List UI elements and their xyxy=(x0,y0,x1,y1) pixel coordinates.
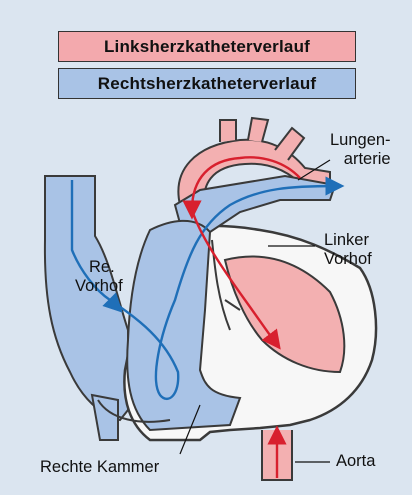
label-right-atrium-line1: Re. xyxy=(75,258,123,277)
label-pulmonary-artery-line1: Lungen- xyxy=(330,131,391,150)
label-right-atrium-line2: Vorhof xyxy=(75,277,123,296)
label-right-atrium: Re. Vorhof xyxy=(75,258,123,296)
vena-cava-lower xyxy=(92,395,118,440)
label-left-atrium-line1: Linker xyxy=(324,231,372,250)
label-left-atrium-line2: Vorhof xyxy=(324,250,372,269)
label-right-ventricle: Rechte Kammer xyxy=(40,458,159,477)
label-left-atrium: Linker Vorhof xyxy=(324,231,372,269)
label-aorta: Aorta xyxy=(336,452,375,471)
vena-cava xyxy=(45,176,128,420)
label-pulmonary-artery-line2: arterie xyxy=(330,150,391,169)
label-pulmonary-artery: Lungen- arterie xyxy=(330,131,391,169)
